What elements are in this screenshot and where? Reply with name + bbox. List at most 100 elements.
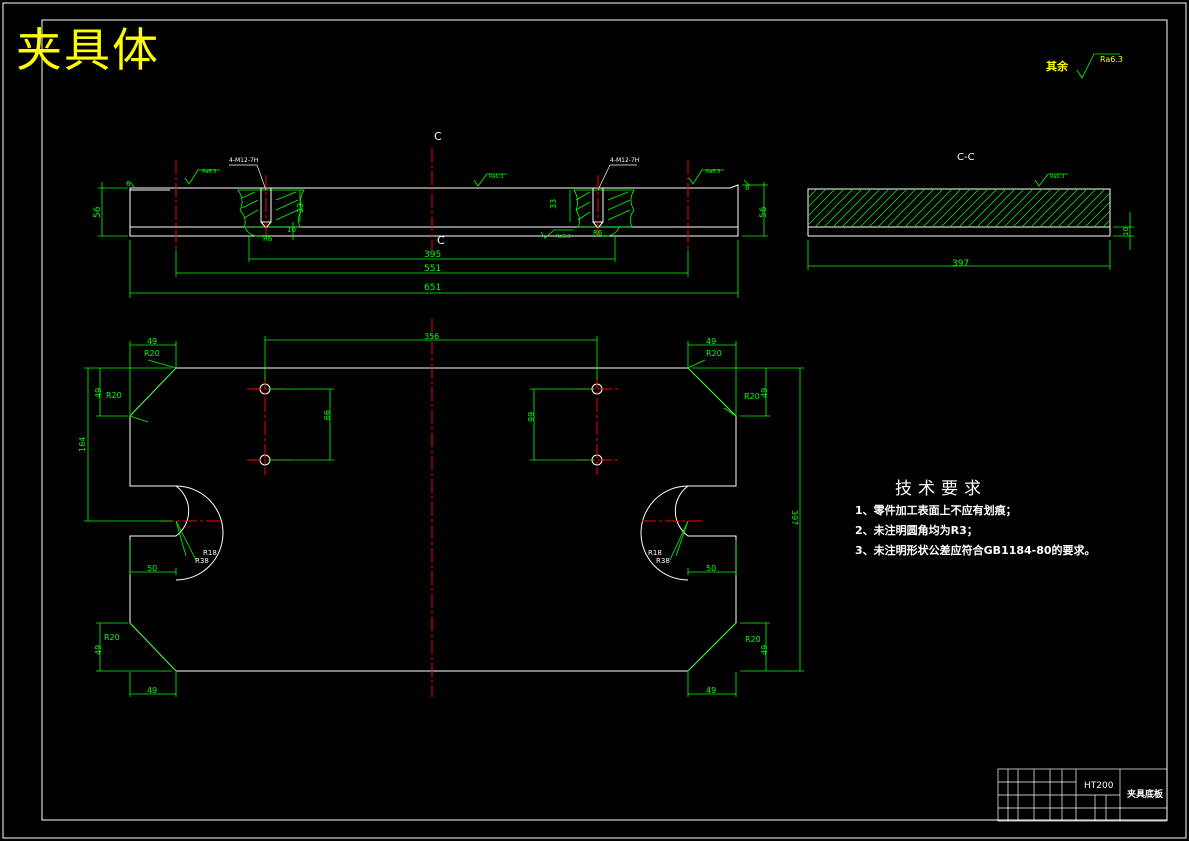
roughness-label: Ra6.3	[202, 169, 216, 175]
thread-callout-left: 4-M12-7H	[229, 157, 258, 164]
hatch-line	[958, 188, 998, 228]
dim-overall-length: 651	[424, 283, 441, 293]
hatch-line	[976, 188, 1016, 228]
hatch-line	[922, 188, 962, 228]
dim-slot-right: 50	[706, 564, 716, 573]
dim-top-span: 356	[424, 332, 439, 341]
dim-height-right: 56	[759, 206, 769, 218]
dim-height-left: 56	[93, 206, 103, 218]
inner-border	[41, 19, 1168, 821]
hatch-line	[1003, 188, 1043, 228]
hatch-line	[807, 188, 845, 226]
dim-left-lower: 49	[94, 645, 103, 655]
front-view	[129, 184, 739, 237]
hatch-line	[1084, 201, 1111, 228]
tech-requirement-item: 2、未注明圆角均为R3；	[855, 524, 978, 537]
hatch-line	[913, 188, 953, 228]
hatch-line	[850, 188, 890, 228]
roughness-label: Ra6.3	[489, 174, 503, 180]
hatch-line	[1039, 188, 1079, 228]
hatch-line	[886, 188, 926, 228]
dim-r20-tl: R20	[144, 349, 160, 358]
material-label: HT200	[1084, 781, 1114, 791]
thread-callout-right: 4-M12-7H	[610, 157, 639, 164]
hatch-line	[1066, 188, 1106, 228]
roughness-label: Ra6.3	[1050, 174, 1064, 180]
hatch-line	[807, 188, 818, 199]
dim-corner-tr: 49	[706, 337, 716, 346]
hatch-line	[823, 188, 863, 228]
dim-r18-left: R18	[203, 549, 217, 557]
hatch-line	[807, 188, 827, 208]
front-dimensions	[98, 179, 768, 298]
hatch-line	[807, 188, 836, 217]
dim-bolt-vertical-right: 99	[527, 412, 536, 422]
hatch-line	[1057, 188, 1097, 228]
dim-hole-spacing: 551	[424, 264, 441, 274]
dim-depth-right: 33	[549, 199, 558, 209]
dim-corner-bl: 49	[147, 686, 157, 695]
dim-step-right: 6	[745, 184, 750, 192]
thread-leaders	[229, 164, 637, 191]
dim-bolt-spacing: 395	[424, 250, 441, 260]
roughness-label: Ra6.3	[556, 234, 570, 240]
dim-corner-br: 49	[706, 686, 716, 695]
roughness-general-label: 其余	[1046, 60, 1068, 73]
front-centerlines	[175, 148, 689, 250]
cut-mark-bottom: C	[437, 234, 445, 247]
dim-r20-tr2: R20	[744, 392, 760, 401]
hatch-line	[1093, 210, 1111, 228]
section-hatch	[807, 188, 1111, 228]
section-dimensions	[807, 212, 1134, 270]
hatch-line	[940, 188, 980, 228]
dim-left-side: 49	[94, 388, 103, 398]
title-block	[997, 768, 1168, 822]
hatch-line	[967, 188, 1007, 228]
dim-r20-br: R20	[745, 635, 761, 644]
plan-dimensions	[84, 336, 804, 697]
dim-corner-tl: 49	[147, 337, 157, 346]
hatch-line	[994, 188, 1034, 228]
dim-r18-right: R18	[648, 549, 662, 557]
hatch-line	[868, 188, 908, 228]
section-view	[807, 188, 1111, 237]
dim-height-397: 397	[790, 510, 799, 525]
hatch-line	[1102, 219, 1111, 228]
dim-r20-tl2: R20	[106, 391, 122, 400]
dim-right-side: 49	[760, 388, 769, 398]
plan-labels: 356 49 49 49 49 R20 R20 R20 R20 R20 R20 …	[78, 332, 799, 695]
hatch-line	[841, 188, 881, 228]
dim-thickness-left: 10	[287, 226, 296, 234]
hatch-line	[832, 188, 872, 228]
hatch-line	[949, 188, 989, 228]
hatch-line	[1048, 188, 1088, 228]
hatch-line	[1012, 188, 1052, 228]
hatch-line	[1021, 188, 1061, 228]
dim-radius-left: R6	[263, 235, 273, 243]
hatch-line	[859, 188, 899, 228]
tech-requirements-heading: 技术要求	[895, 479, 987, 499]
dim-r20-bl: R20	[104, 633, 120, 642]
hatch-line	[895, 188, 935, 228]
dim-height-164: 164	[78, 437, 87, 452]
dim-section-thickness: 10	[1122, 227, 1130, 236]
dim-r38-left: R38	[195, 557, 209, 565]
cut-mark-top: C	[434, 130, 442, 143]
section-label: C-C	[957, 152, 975, 163]
roughness-symbols	[184, 53, 1120, 239]
tech-requirement-item: 3、未注明形状公差应符合GB1184-80的要求。	[855, 544, 1096, 557]
dim-section-width: 397	[952, 259, 969, 269]
drawing-title: 夹具体	[16, 23, 160, 77]
dim-slot-left: 50	[147, 564, 157, 573]
dim-r20-tr: R20	[706, 349, 722, 358]
plan-holes	[259, 383, 603, 466]
hatch-line	[814, 188, 854, 228]
front-view-section-right	[573, 189, 635, 228]
hatch-line	[904, 188, 944, 228]
hatch-line	[1030, 188, 1070, 228]
dim-r38-right: R38	[656, 557, 670, 565]
roughness-general-value: Ra6.3	[1100, 55, 1123, 64]
front-view-section-left	[237, 189, 305, 228]
dim-depth-left: 33	[296, 203, 305, 213]
